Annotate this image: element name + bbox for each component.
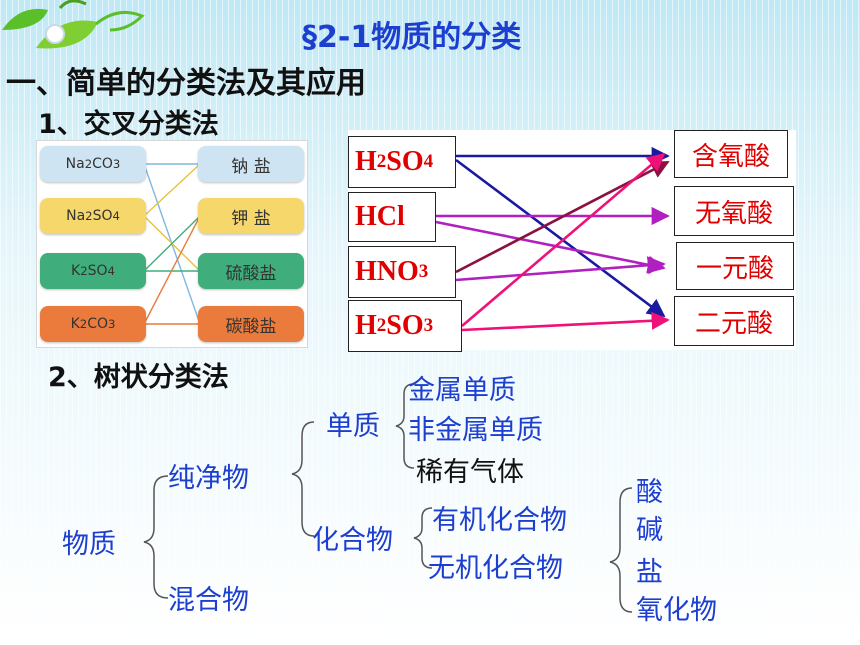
formula-text: Na bbox=[66, 208, 86, 224]
tree-noble-gas: 稀有气体 bbox=[416, 457, 524, 488]
formula-text: H bbox=[355, 310, 377, 341]
leaf-decoration-icon bbox=[2, 0, 145, 49]
brace-root bbox=[143, 475, 169, 599]
formula-sub: 4 bbox=[107, 264, 115, 278]
formula-text: SO bbox=[87, 263, 108, 279]
tree-mixture: 混合物 bbox=[168, 585, 249, 616]
tree-compound: 化合物 bbox=[312, 525, 393, 556]
formula-text: SO bbox=[386, 310, 424, 341]
formula-text: HNO bbox=[355, 256, 419, 287]
brace-inorganic bbox=[609, 487, 633, 613]
right-item-sodium-salt: 钠 盐 bbox=[198, 146, 304, 182]
category-monobasic-acid: 一元酸 bbox=[676, 242, 794, 290]
formula-sub: 3 bbox=[423, 315, 434, 336]
formula-sub: 2 bbox=[79, 317, 88, 331]
tree-root-substance: 物质 bbox=[62, 529, 116, 560]
tree-pure-substance: 纯净物 bbox=[168, 463, 249, 494]
formula-text: H bbox=[355, 146, 377, 177]
slide-title: §2-1物质的分类 bbox=[302, 20, 522, 55]
cross-classification-heading: 1、交叉分类法 bbox=[38, 109, 219, 140]
formula-sub: 2 bbox=[84, 157, 93, 171]
tree-inorganic-compound: 无机化合物 bbox=[428, 553, 563, 584]
formula-sub: 3 bbox=[107, 317, 116, 331]
right-item-carbonate: 碳酸盐 bbox=[198, 306, 304, 342]
tree-base: 碱 bbox=[636, 515, 663, 546]
formula-text: K bbox=[71, 263, 81, 279]
arrow-h2so4-dibasic bbox=[455, 158, 666, 318]
tree-nonmetal-element: 非金属单质 bbox=[408, 415, 543, 446]
arrow-h2so3-dibasic bbox=[461, 311, 670, 332]
formula-text: CO bbox=[92, 156, 113, 172]
formula-text: SO bbox=[386, 146, 424, 177]
formula-sub: 4 bbox=[423, 151, 434, 172]
formula-sub: 2 bbox=[376, 151, 387, 172]
category-oxyacid: 含氧酸 bbox=[674, 130, 788, 178]
formula-text: K bbox=[70, 316, 80, 332]
tree-salt: 盐 bbox=[636, 557, 663, 588]
tree-organic-compound: 有机化合物 bbox=[432, 505, 567, 536]
category-dibasic-acid: 二元酸 bbox=[674, 296, 794, 346]
right-item-sulfate: 硫酸盐 bbox=[198, 253, 304, 289]
tree-classification-heading: 2、树状分类法 bbox=[48, 362, 229, 393]
tree-oxide: 氧化物 bbox=[636, 595, 717, 626]
arrow-hcl-monobasic bbox=[435, 220, 666, 274]
tree-element: 单质 bbox=[326, 411, 380, 442]
formula-text: CO bbox=[87, 316, 108, 332]
arrow-h2so3-oxyacid bbox=[461, 152, 666, 327]
formula-text: Na bbox=[65, 156, 85, 172]
formula-sub: 2 bbox=[80, 264, 88, 278]
formula-text: HCl bbox=[355, 201, 405, 232]
formula-sub: 3 bbox=[418, 261, 429, 282]
formula-text: SO bbox=[92, 208, 113, 224]
tree-metal-element: 金属单质 bbox=[408, 375, 516, 406]
formula-sub: 2 bbox=[85, 209, 93, 223]
acid-hcl: HCl bbox=[348, 192, 436, 242]
formula-sub: 3 bbox=[112, 157, 121, 171]
brace-compound bbox=[413, 507, 433, 569]
tree-acid: 酸 bbox=[636, 477, 663, 508]
section-heading: 一、简单的分类法及其应用 bbox=[6, 66, 366, 101]
brace-pure bbox=[291, 421, 315, 537]
arrow-hno3-monobasic bbox=[455, 256, 666, 282]
formula-sub: 2 bbox=[376, 315, 387, 336]
formula-sub: 4 bbox=[112, 209, 120, 223]
category-oxygen-free-acid: 无氧酸 bbox=[674, 186, 794, 236]
right-item-potassium-salt: 钾 盐 bbox=[198, 198, 304, 234]
brace-element bbox=[395, 383, 415, 469]
